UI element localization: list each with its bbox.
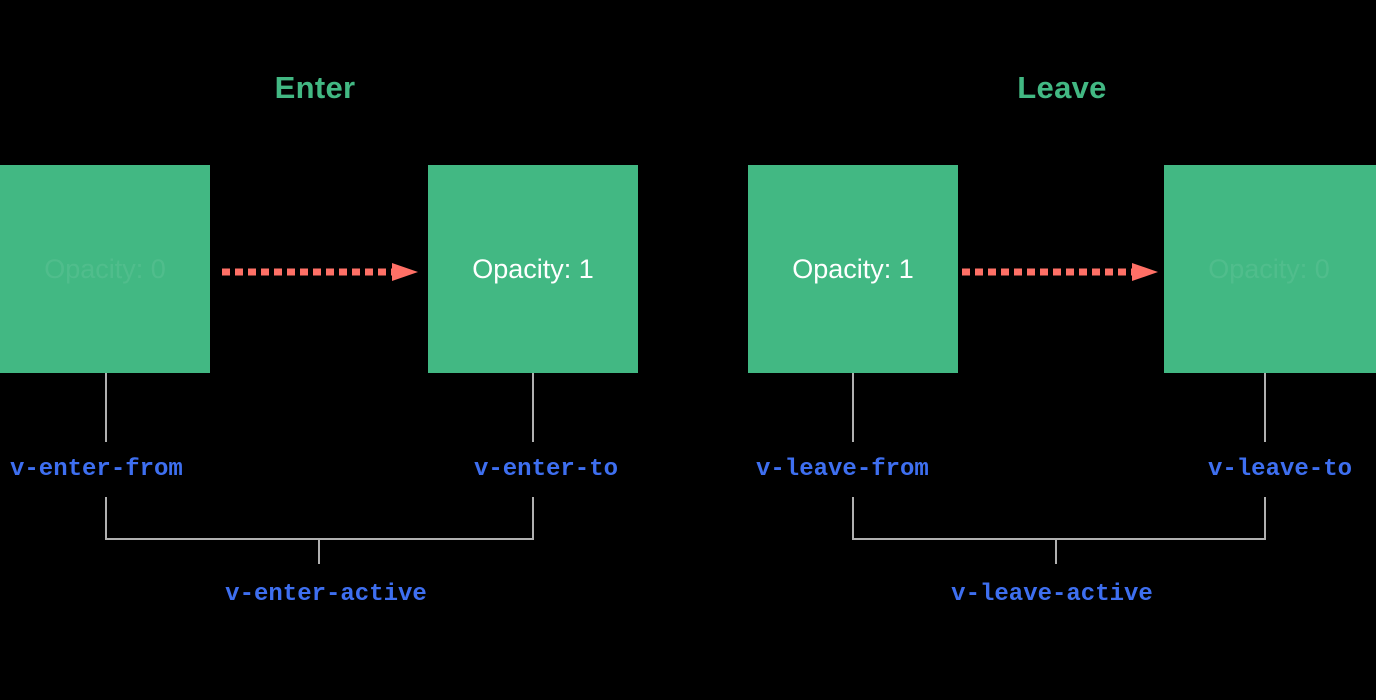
label-v-leave-active: v-leave-active bbox=[951, 581, 1153, 608]
enter-bracket-right-arm bbox=[532, 497, 534, 540]
enter-to-connector-line bbox=[532, 373, 534, 442]
leave-bracket-left-arm bbox=[852, 497, 854, 540]
enter-from-box: Opacity: 0 bbox=[0, 165, 210, 373]
enter-to-box: Opacity: 1 bbox=[428, 165, 638, 373]
leave-section-title: Leave bbox=[1017, 70, 1107, 105]
leave-from-box: Opacity: 1 bbox=[748, 165, 958, 373]
leave-to-connector-line bbox=[1264, 373, 1266, 442]
enter-section-title: Enter bbox=[274, 70, 356, 105]
leave-from-box-label: Opacity: 1 bbox=[792, 253, 914, 284]
leave-bracket-stem bbox=[1055, 538, 1057, 564]
enter-from-box-label: Opacity: 0 bbox=[44, 253, 166, 284]
enter-to-box-label: Opacity: 1 bbox=[472, 253, 594, 284]
leave-to-box-label: Opacity: 0 bbox=[1208, 253, 1330, 284]
enter-transition-arrow-icon bbox=[222, 263, 418, 281]
label-v-leave-to: v-leave-to bbox=[1207, 456, 1352, 483]
label-v-leave-from: v-leave-from bbox=[756, 456, 929, 483]
label-v-enter-active: v-enter-active bbox=[225, 581, 427, 608]
leave-from-connector-line bbox=[852, 373, 854, 442]
leave-bracket-span bbox=[852, 538, 1266, 540]
enter-bracket-stem bbox=[318, 538, 320, 564]
enter-from-connector-line bbox=[105, 373, 107, 442]
label-v-enter-from: v-enter-from bbox=[10, 456, 183, 483]
enter-bracket-left-arm bbox=[105, 497, 107, 540]
leave-to-box: Opacity: 0 bbox=[1164, 165, 1376, 373]
label-v-enter-to: v-enter-to bbox=[473, 456, 618, 483]
leave-bracket-right-arm bbox=[1264, 497, 1266, 540]
leave-transition-arrow-icon bbox=[962, 263, 1158, 281]
